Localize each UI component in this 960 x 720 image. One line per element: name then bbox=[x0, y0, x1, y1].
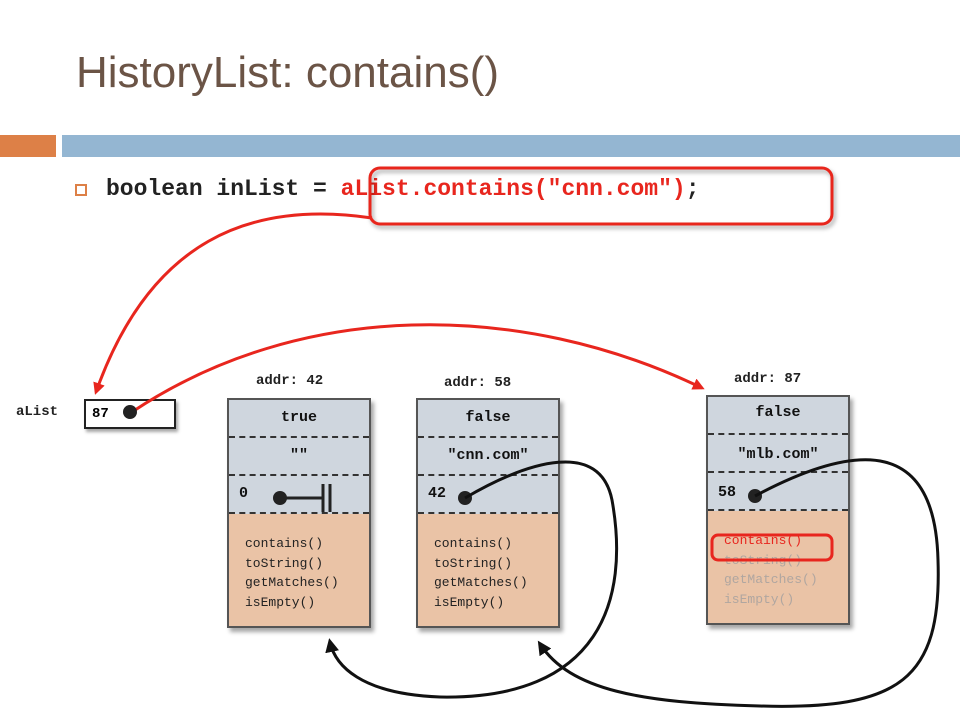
variable-ref-box: 87 bbox=[84, 399, 176, 429]
node-addr-label: addr: 87 bbox=[734, 371, 802, 387]
list-node: false "cnn.com" 42 contains() toString()… bbox=[416, 398, 560, 628]
node-addr-label: addr: 58 bbox=[444, 375, 512, 391]
node-field-value: "" bbox=[229, 438, 369, 476]
node-field-next: 58 bbox=[708, 473, 848, 511]
node-field-value: "mlb.com" bbox=[708, 435, 848, 473]
node-field-next: 0 bbox=[229, 476, 369, 514]
node-field-value: "cnn.com" bbox=[418, 438, 558, 476]
method-item: isEmpty() bbox=[724, 591, 795, 607]
method-item: toString() bbox=[724, 552, 803, 568]
variable-name: aList bbox=[16, 404, 59, 420]
node-field-flag: true bbox=[229, 400, 369, 438]
node-methods: contains() toString() getMatches() isEmp… bbox=[418, 514, 558, 626]
node-field-next: 42 bbox=[418, 476, 558, 514]
method-item: isEmpty() bbox=[245, 594, 316, 610]
method-item: getMatches() bbox=[245, 575, 339, 590]
method-item-highlighted: contains() bbox=[724, 533, 803, 548]
node-addr-label: addr: 42 bbox=[256, 373, 324, 389]
list-node: true "" 0 contains() toString() getMatch… bbox=[227, 398, 371, 628]
code-suffix: ; bbox=[685, 176, 700, 202]
method-item: contains() bbox=[434, 536, 513, 551]
code-statement: boolean inList = aList.contains("cnn.com… bbox=[106, 176, 700, 202]
method-item: contains() bbox=[245, 536, 324, 551]
code-prefix: boolean inList = bbox=[106, 176, 341, 202]
method-item: getMatches() bbox=[724, 572, 818, 587]
bullet-icon bbox=[75, 184, 87, 196]
list-node: false "mlb.com" 58 contains() toString()… bbox=[706, 395, 850, 625]
code-highlight: aList.contains("cnn.com") bbox=[340, 176, 686, 202]
accent-bar-blue bbox=[62, 135, 960, 157]
node-methods: contains() toString() getMatches() isEmp… bbox=[708, 511, 848, 623]
call-arrow bbox=[93, 212, 373, 395]
method-item: toString() bbox=[434, 555, 513, 571]
slide-title: HistoryList: contains() bbox=[76, 48, 500, 97]
variable-value: 87 bbox=[92, 406, 109, 422]
accent-bar-orange bbox=[0, 135, 56, 157]
method-item: getMatches() bbox=[434, 575, 528, 590]
method-item: isEmpty() bbox=[434, 594, 505, 610]
node-field-flag: false bbox=[418, 400, 558, 438]
node-methods: contains() toString() getMatches() isEmp… bbox=[229, 514, 369, 626]
node-field-flag: false bbox=[708, 397, 848, 435]
method-item: toString() bbox=[245, 555, 324, 571]
